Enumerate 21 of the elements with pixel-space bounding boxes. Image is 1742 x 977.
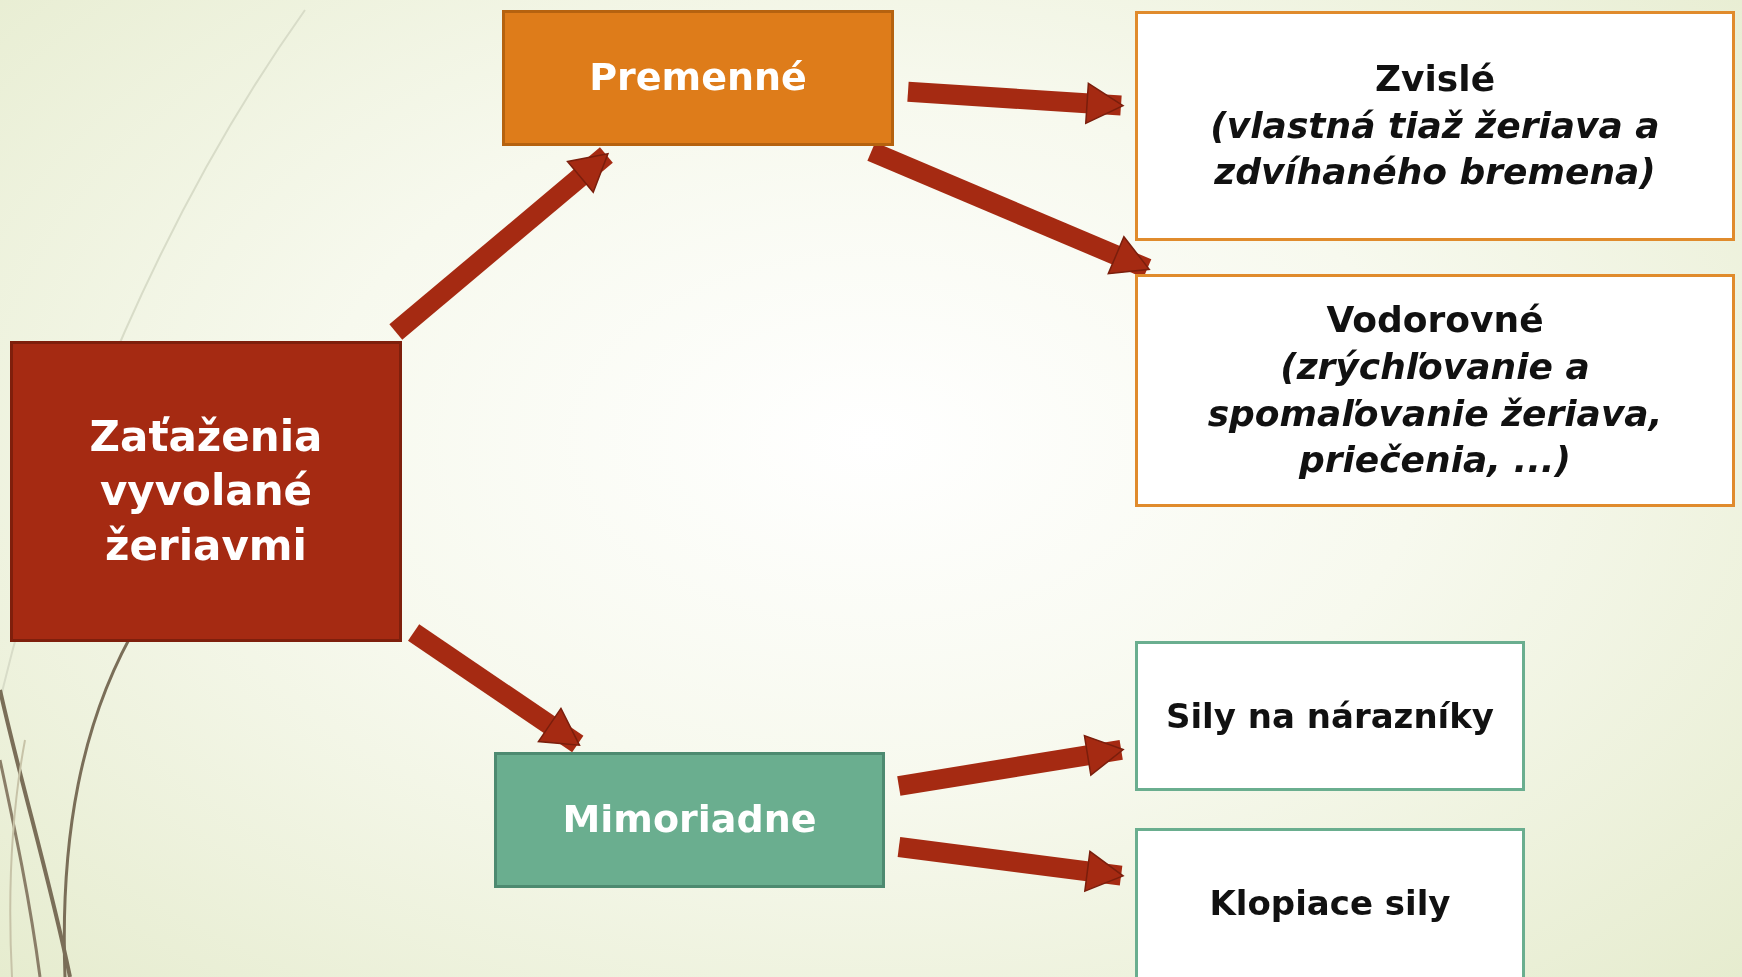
node-label: Premenné — [589, 54, 807, 102]
node-label: Sily na nárazníky — [1165, 694, 1495, 738]
detail-box — [1135, 11, 1735, 241]
node-label: Mimoriadne — [562, 796, 817, 844]
description-text: (zrýchľovanie a spomaľovanie žeriava, priečenia, ...) — [1206, 344, 1664, 483]
block-arrow — [407, 624, 584, 753]
block-arrow — [897, 734, 1124, 796]
category-box — [10, 341, 402, 642]
heading-text: Vodorovné — [1326, 297, 1544, 342]
block-arrow — [897, 837, 1124, 892]
detail-box — [1135, 828, 1525, 977]
category-box — [502, 10, 894, 146]
detail-box — [1135, 641, 1525, 791]
block-arrow — [907, 81, 1124, 125]
detail-box — [1135, 274, 1735, 507]
block-arrow — [389, 147, 613, 340]
category-box — [494, 752, 885, 888]
description-text: (vlastná tiaž žeriava a zdvíhaného bremena) — [1209, 103, 1661, 195]
heading-text: Zvislé — [1374, 56, 1496, 101]
node-label: Klopiace sily — [1209, 882, 1451, 925]
node-label: Zaťaženia vyvolané žeriavmi — [88, 410, 324, 572]
